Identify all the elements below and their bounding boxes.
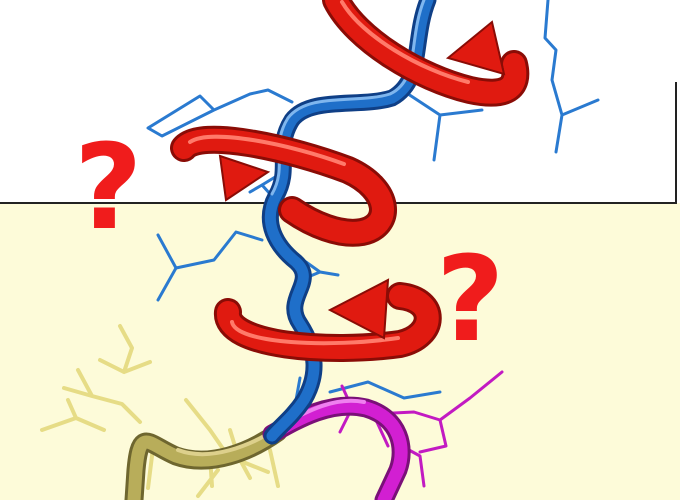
question-mark-left-icon: ? — [74, 118, 143, 256]
boundary-line — [0, 82, 677, 204]
rotation-arrow-bottom — [214, 278, 442, 363]
question-mark-right-icon: ? — [436, 230, 505, 368]
rotation-arrow-top — [322, 0, 530, 107]
helix-sidechains — [146, 0, 600, 402]
rotation-arrow-middle — [170, 125, 397, 247]
